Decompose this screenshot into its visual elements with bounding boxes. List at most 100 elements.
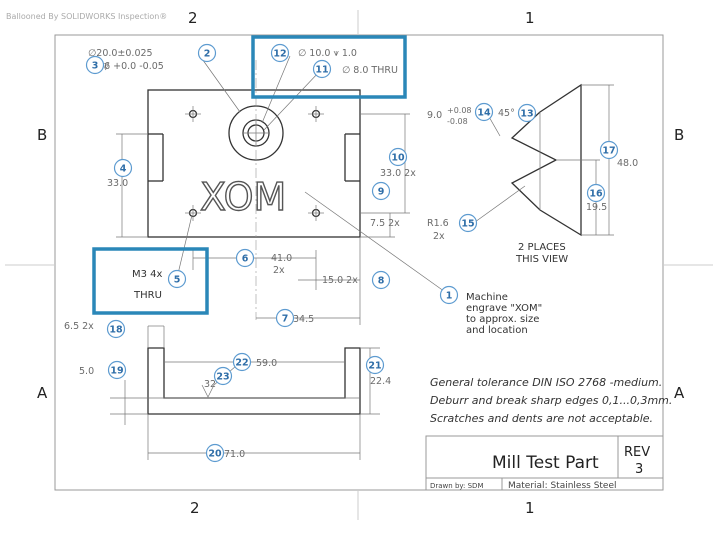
- bottom-view: [110, 325, 380, 460]
- title-block-material: Material: Stainless Steel: [508, 481, 617, 491]
- balloon-9: 9: [371, 181, 391, 201]
- dim-2-bottom: 1.6 +0.0 -0.05: [95, 61, 164, 72]
- balloon-number: 19: [110, 366, 123, 377]
- dim-16: 19.5: [586, 202, 607, 213]
- balloon-14: 14: [474, 102, 494, 122]
- balloon-number: 3: [92, 61, 99, 72]
- zone-right-b: B: [674, 126, 684, 144]
- balloon-21: 21: [365, 355, 385, 375]
- balloon-number: 13: [520, 109, 533, 120]
- balloon-number: 22: [235, 358, 248, 369]
- front-dimension-lines: [116, 55, 449, 325]
- balloon-13: 13: [517, 103, 537, 123]
- dim-14-value: 9.0: [427, 110, 442, 121]
- dim-15-radius: R1.6: [427, 218, 449, 229]
- balloon-number: 2: [204, 49, 211, 60]
- dim-15-count: 2x: [433, 231, 445, 242]
- balloon-number: 15: [461, 219, 474, 230]
- dim-11: ∅ 8.0 THRU: [342, 65, 398, 76]
- dim-8: 15.0 2x: [322, 275, 358, 286]
- balloon-11: 11: [312, 59, 332, 79]
- dim-19: 5.0: [79, 366, 94, 377]
- title-block-drawn-by: Drawn by: SDM: [430, 482, 483, 490]
- balloon-number: 21: [368, 361, 381, 372]
- note-1-line4: and location: [466, 325, 528, 336]
- dim-4: 33.0: [107, 178, 128, 189]
- general-note-line1: General tolerance DIN ISO 2768 -medium.: [430, 376, 662, 389]
- zone-left-a: A: [37, 384, 48, 402]
- balloon-1: 1: [439, 285, 459, 305]
- dim-18: 6.5 2x: [64, 321, 94, 332]
- highlight-box-bore: [251, 35, 407, 99]
- dim-7: 34.5: [293, 314, 314, 325]
- engrave-text: XOM: [200, 175, 286, 219]
- dim-20: 71.0: [224, 449, 245, 460]
- zone-right-a: A: [674, 384, 685, 402]
- highlight-box-m3: [92, 247, 209, 315]
- dim-17: 48.0: [617, 158, 638, 169]
- balloon-7: 7: [275, 308, 295, 328]
- dim-23: 32: [204, 379, 216, 390]
- zone-bottom-2: 2: [190, 499, 200, 517]
- general-note-line3: Scratches and dents are not acceptable.: [430, 412, 653, 425]
- dim-22: 59.0: [256, 358, 277, 369]
- balloon-19: 19: [107, 360, 127, 380]
- balloon-16: 16: [586, 183, 606, 203]
- dim-12: ∅ 10.0 ⩛ 1.0: [298, 48, 357, 59]
- title-block-rev-label: REV: [624, 445, 650, 460]
- dim-14-upper: +0.08: [447, 106, 472, 115]
- dim-9: 7.5 2x: [370, 218, 400, 229]
- balloon-4: 4: [113, 158, 133, 178]
- note-1-line2: engrave "XOM": [466, 303, 542, 314]
- dim-21: 22.4: [370, 376, 391, 387]
- note-1-line1: Machine: [466, 292, 508, 303]
- places-line2: THIS VIEW: [515, 254, 568, 265]
- balloon-number: 11: [315, 65, 328, 76]
- dim-3-symbol: ▽: [102, 61, 110, 72]
- balloon-number: 16: [589, 189, 603, 200]
- balloon-8: 8: [371, 270, 391, 290]
- balloon-5: 5: [167, 269, 187, 289]
- dim-5-thru: THRU: [133, 290, 162, 301]
- balloon-number: 18: [109, 325, 123, 336]
- zone-top-1: 1: [525, 9, 535, 27]
- balloon-number: 1: [446, 291, 453, 302]
- balloon-18: 18: [106, 319, 126, 339]
- title-block: [425, 435, 664, 491]
- dim-14-lower: -0.08: [447, 117, 468, 126]
- dim-6-value: 41.0: [271, 253, 292, 264]
- balloon-number: 4: [120, 164, 127, 175]
- balloon-number: 12: [273, 49, 286, 60]
- balloon-number: 8: [378, 276, 385, 287]
- balloon-20: 20: [205, 443, 225, 463]
- balloon-number: 14: [477, 108, 491, 119]
- balloon-2: 2: [197, 43, 217, 63]
- balloon-22: 22: [232, 352, 252, 372]
- zone-left-b: B: [37, 126, 47, 144]
- drawing-border: [54, 34, 664, 491]
- balloon-number: 9: [378, 187, 385, 198]
- dim-6-count: 2x: [273, 265, 285, 276]
- balloon-12: 12: [270, 43, 290, 63]
- dim-10: 33.0 2x: [380, 168, 416, 179]
- balloon-number: 20: [208, 449, 222, 460]
- zone-bottom-1: 1: [525, 499, 535, 517]
- dim-2-top: ∅20.0±0.025: [88, 48, 153, 59]
- note-1-line3: to approx. size: [466, 314, 539, 325]
- balloon-number: 6: [242, 254, 249, 265]
- title-block-rev-value: 3: [635, 462, 643, 477]
- dim-5-thread: M3 4x: [132, 269, 163, 280]
- balloon-number: 23: [216, 372, 229, 383]
- balloon-17: 17: [599, 140, 619, 160]
- balloon-15: 15: [458, 213, 478, 233]
- balloon-number: 7: [282, 314, 289, 325]
- dim-13: 45° 2x: [498, 108, 530, 119]
- general-note-line2: Deburr and break sharp edges 0,1...0,3mm…: [430, 394, 672, 407]
- balloon-10: 10: [388, 147, 408, 167]
- ballooned-by-label: Ballooned By SOLIDWORKS Inspection®: [6, 12, 167, 21]
- balloon-6: 6: [235, 248, 255, 268]
- balloon-number: 10: [391, 153, 405, 164]
- balloon-23: 23: [213, 366, 233, 386]
